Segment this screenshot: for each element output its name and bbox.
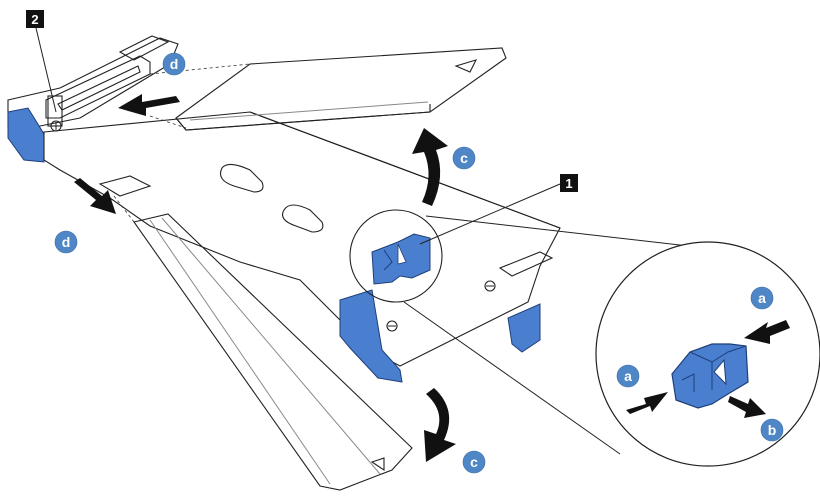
svg-text:a: a — [758, 290, 766, 306]
svg-text:a: a — [624, 368, 632, 384]
screw-icon — [485, 281, 495, 291]
svg-text:c: c — [460, 150, 468, 166]
upper-drive-guide — [150, 64, 250, 128]
step-badge-d-top: d — [163, 53, 185, 75]
screw-icon — [51, 121, 61, 131]
adapter-bracket — [8, 36, 178, 128]
retainer-clip-icon — [372, 234, 430, 284]
svg-text:b: b — [768, 422, 777, 438]
svg-text:1: 1 — [565, 176, 572, 191]
step-badge-a-right: a — [751, 287, 773, 309]
screw-icon — [387, 321, 397, 331]
bracket-retainer-left — [8, 108, 44, 162]
svg-text:2: 2 — [31, 12, 38, 27]
connector-slot — [46, 56, 150, 126]
curved-arrow-icon — [424, 388, 456, 462]
arrow-icon — [74, 178, 116, 214]
svg-text:d: d — [170, 56, 179, 72]
lower-retainer-left — [340, 290, 402, 382]
step-badge-a-left: a — [617, 365, 639, 387]
upper-m2-drive — [176, 48, 506, 130]
callout-2: 2 — [26, 10, 44, 28]
step-badge-d-left: d — [55, 231, 77, 253]
step-badge-c-bottom: c — [463, 451, 485, 473]
callout-1-leader — [420, 184, 560, 244]
adapter-board — [44, 112, 560, 366]
svg-text:d: d — [62, 234, 71, 250]
curved-arrow-icon — [412, 128, 448, 206]
callout-1: 1 — [560, 174, 578, 192]
step-badge-c-top: c — [453, 147, 475, 169]
svg-text:c: c — [470, 454, 478, 470]
step-badge-b: b — [761, 419, 783, 441]
zoom-line-top — [426, 216, 706, 248]
lower-retainer-right — [508, 304, 540, 352]
lower-drive-guide — [114, 196, 134, 222]
arrow-icon — [118, 94, 180, 116]
